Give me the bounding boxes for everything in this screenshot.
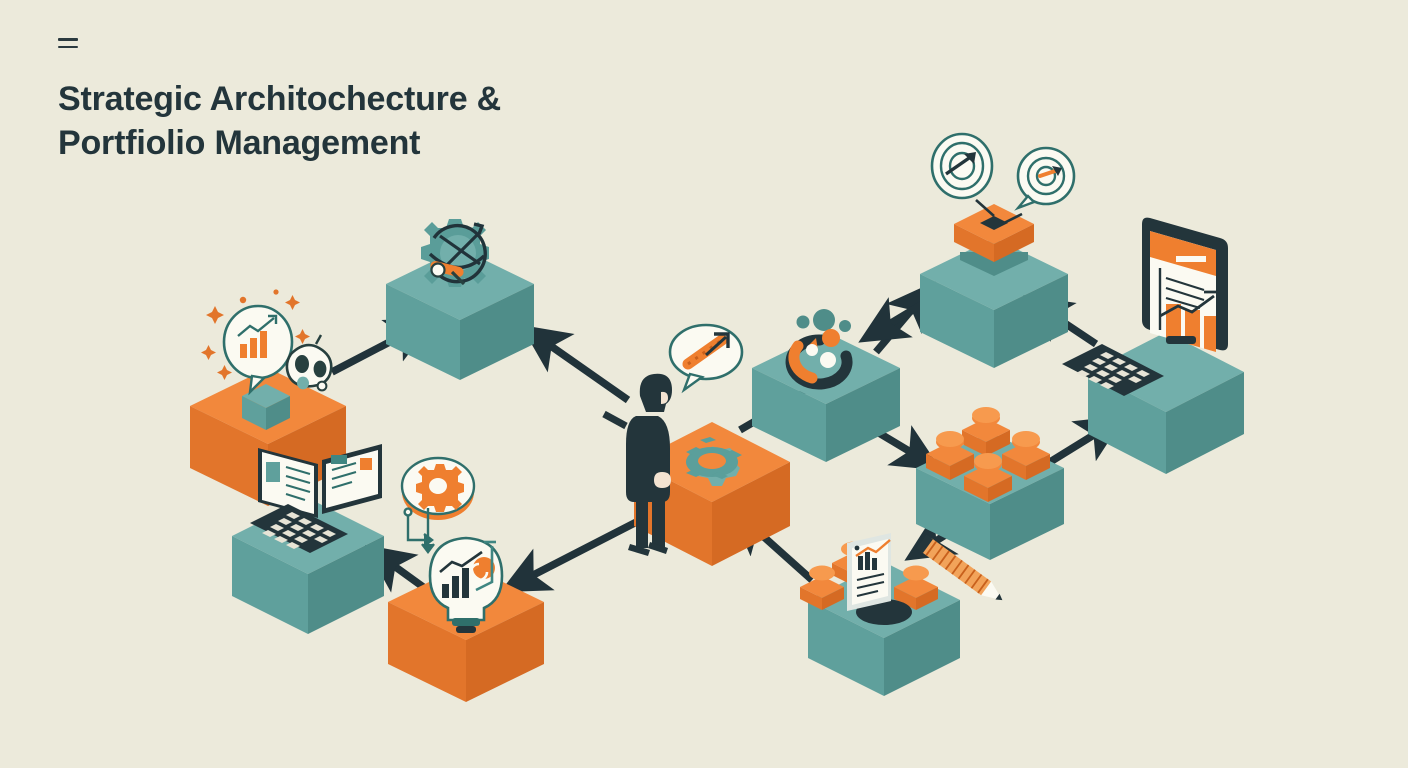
report-authoring-node[interactable]	[800, 533, 1007, 696]
cube-right-face	[990, 468, 1064, 560]
menu-line-2	[58, 45, 78, 48]
hamburger-menu-icon[interactable]	[58, 38, 78, 50]
menu-line-1	[58, 38, 78, 41]
portfolio-cycle-node[interactable]	[752, 309, 900, 462]
orange-cube-icon	[954, 199, 1034, 262]
cube-right-face	[466, 602, 544, 702]
cube-right-face	[1166, 372, 1244, 474]
circular-progress-icon	[785, 334, 853, 390]
wrench-icon	[430, 261, 466, 286]
cube-left-face	[920, 274, 994, 368]
flow-center-to-process	[520, 324, 631, 404]
building-blocks-node[interactable]	[916, 407, 1064, 560]
cube-right-face	[884, 600, 960, 696]
flow-cycle-to-blocks	[872, 425, 942, 471]
sparkle-icon	[201, 289, 310, 380]
keyboard-icon	[250, 504, 348, 553]
bar-chart-bubble-icon	[222, 304, 294, 396]
cube-right-face	[826, 368, 900, 462]
lego-studs-icon	[926, 407, 1050, 502]
ai-analytics-node[interactable]	[190, 289, 346, 506]
cube-left-face	[916, 468, 990, 560]
process-gear-node[interactable]	[386, 219, 534, 380]
person-figure-icon	[602, 373, 672, 556]
cube-left-face	[388, 602, 466, 702]
cube-right-face	[460, 284, 534, 380]
gear-disc-icon	[400, 456, 476, 520]
goal-pin-icon	[1014, 146, 1076, 211]
gear-icon	[686, 437, 742, 486]
dashboard-reporting-node[interactable]	[1062, 217, 1244, 474]
cube-left-face	[190, 406, 268, 506]
target-objectives-node[interactable]	[920, 132, 1076, 368]
cube-left-face	[752, 368, 826, 462]
keyboard-icon	[1062, 344, 1164, 396]
cube-left-face	[808, 600, 884, 696]
page-title: Strategic Architochecture & Portfiolio M…	[58, 80, 502, 162]
cube-left-face	[232, 536, 308, 634]
report-card-icon	[847, 533, 912, 625]
insight-lightbulb-node[interactable]	[388, 456, 544, 702]
growth-arrow-bubble-icon	[668, 323, 744, 394]
cube-left-face	[386, 284, 460, 380]
cube-right-face	[994, 274, 1068, 368]
target-bullseye-icon	[930, 132, 994, 200]
governance-center-node[interactable]	[602, 323, 790, 566]
open-laptop-icon	[258, 444, 382, 518]
bubble-dots-icon	[796, 309, 851, 347]
lightbulb-chart-icon	[428, 536, 504, 633]
cube-right-face	[308, 536, 384, 634]
flow-arrows-icon	[403, 507, 435, 554]
document-pages-icon	[285, 462, 357, 501]
small-teal-cube-icon	[242, 384, 290, 430]
pencil-icon	[916, 534, 1003, 601]
documentation-node[interactable]	[232, 444, 384, 634]
cube-right-face	[712, 462, 790, 566]
flow-center-to-insight	[499, 510, 654, 593]
robot-head-icon	[285, 334, 333, 392]
laptop-dashboard-icon	[1142, 217, 1228, 352]
cube-left-face	[1088, 372, 1166, 474]
